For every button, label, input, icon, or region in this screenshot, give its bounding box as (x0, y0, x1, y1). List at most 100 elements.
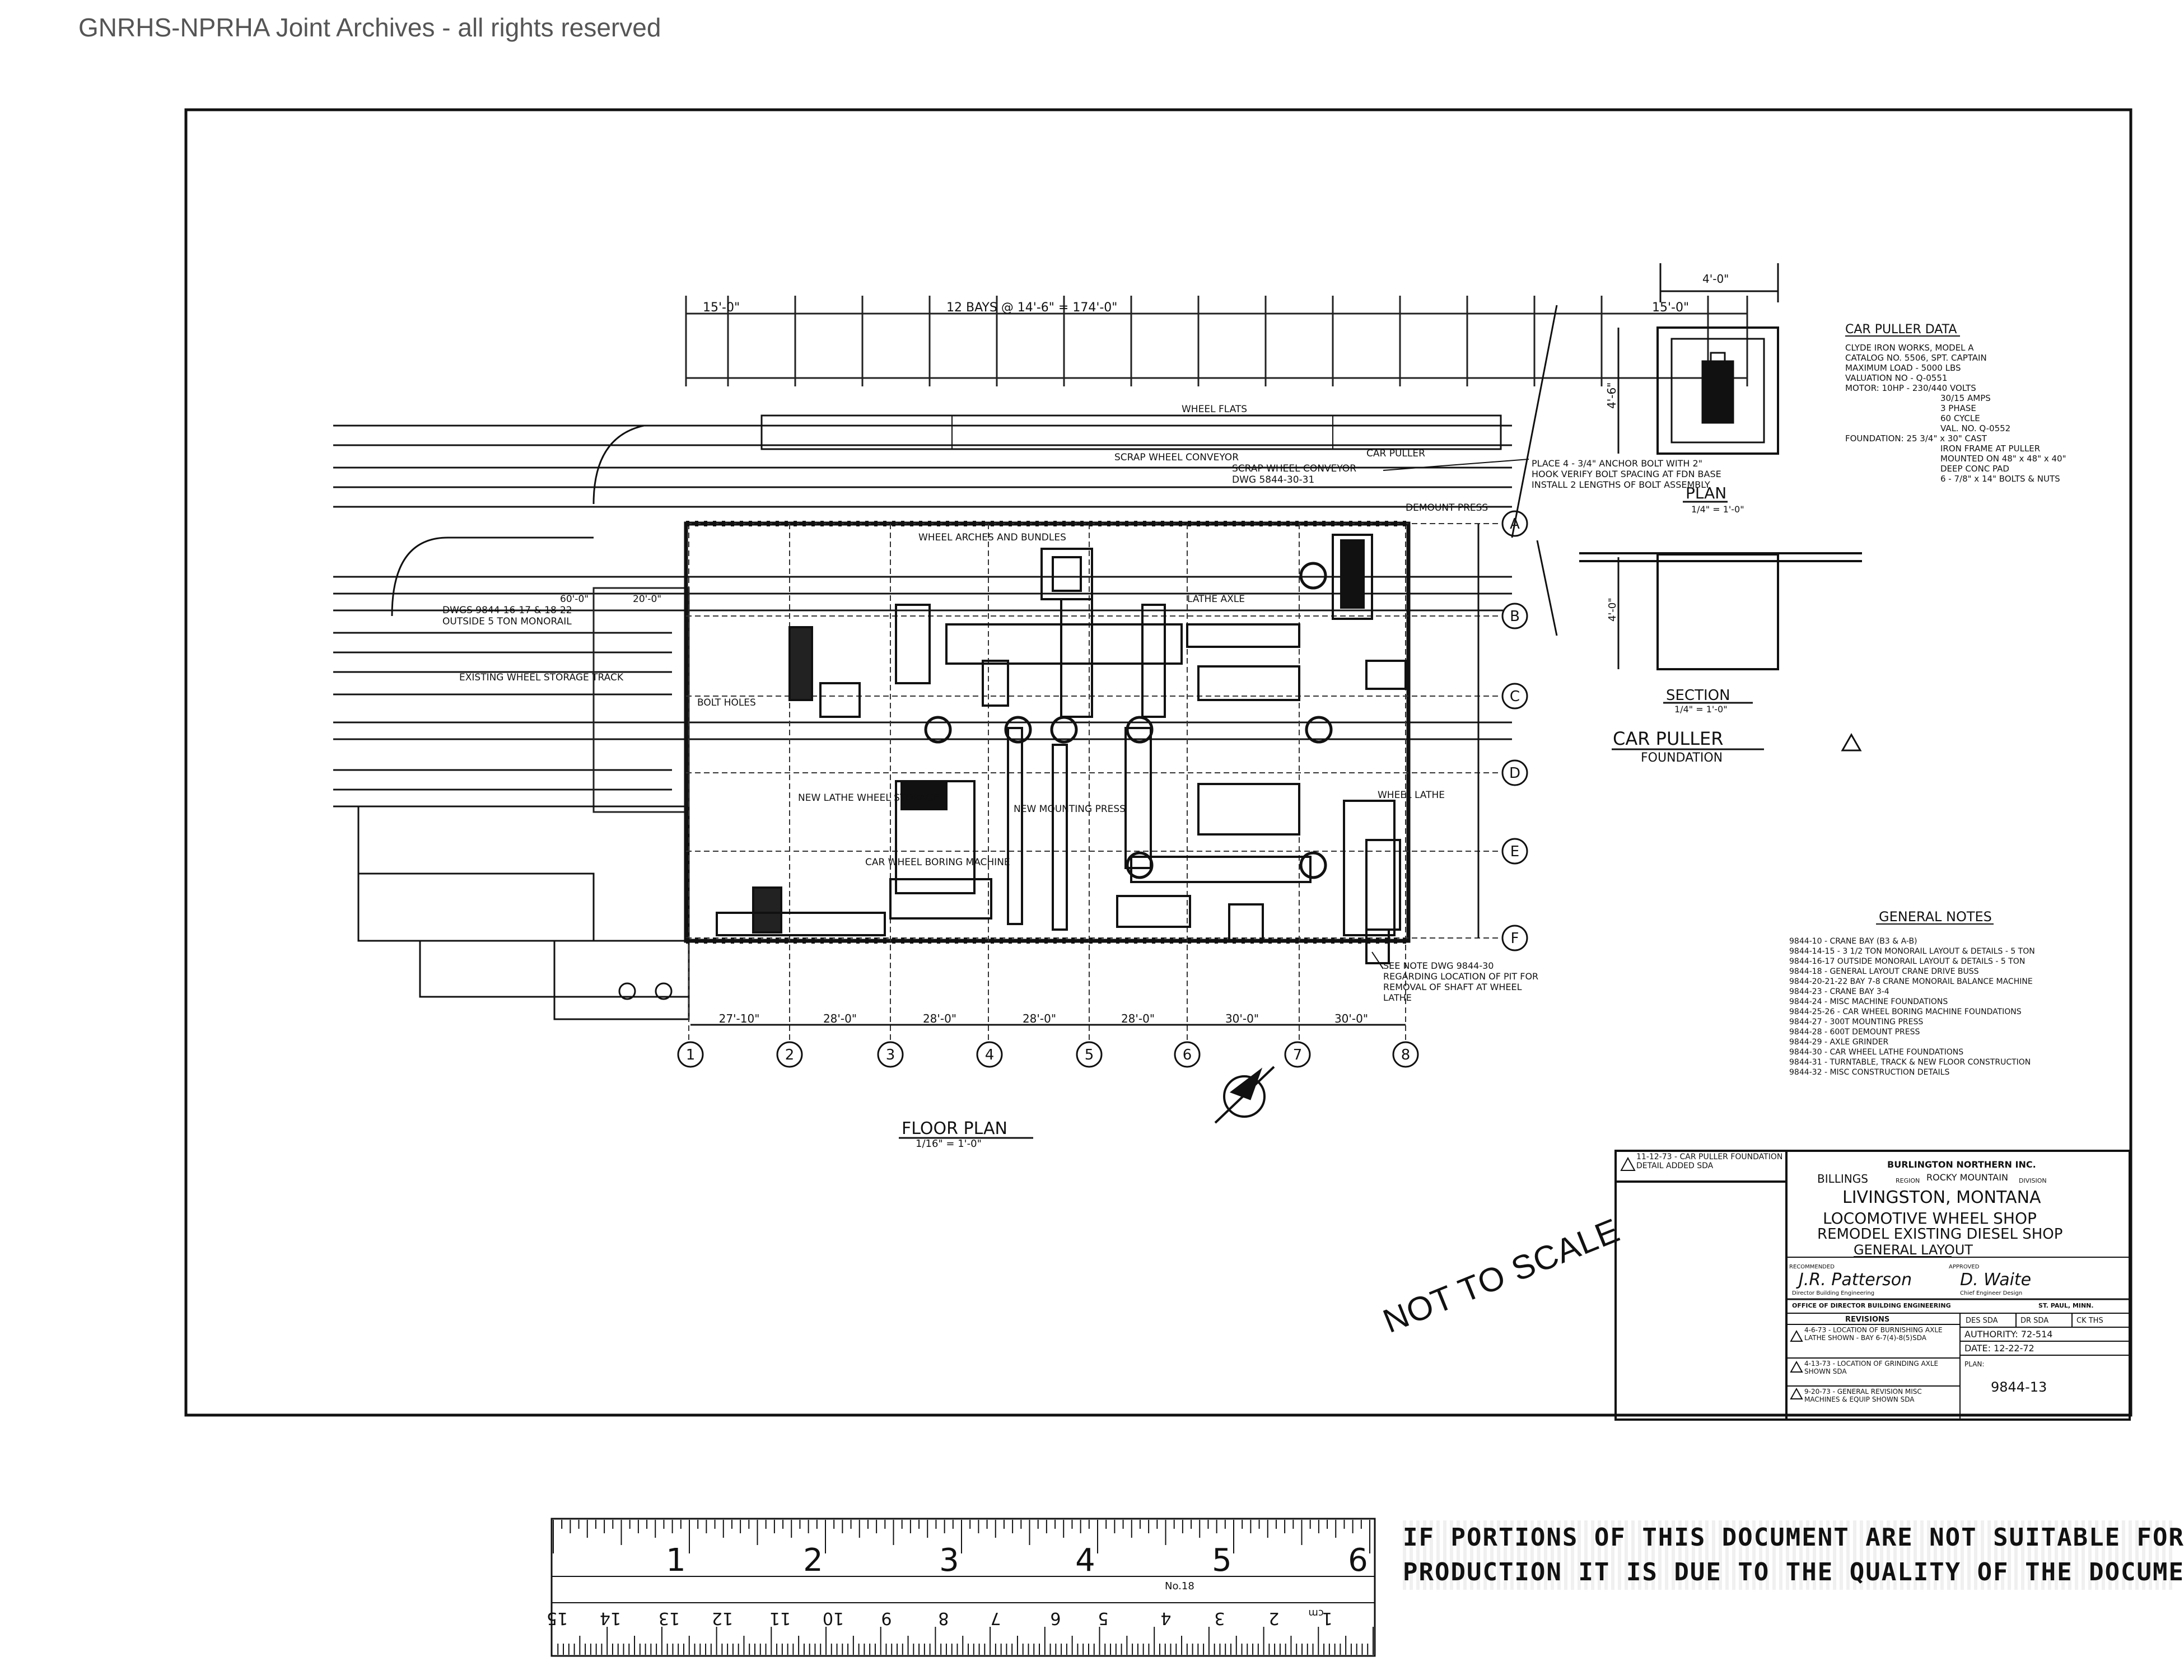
approved-role: Chief Engineer Design (1960, 1290, 2022, 1296)
grid-row-f: F (1511, 930, 1519, 947)
ruler-cm-4: 4 (1160, 1608, 1171, 1628)
revision-triangle-icon (1841, 732, 1862, 752)
bay-dim-5: 28'-0" (1121, 1012, 1155, 1025)
measuring-ruler (550, 1518, 1376, 1657)
general-note-12: 9844-30 - CAR WHEEL LATHE FOUNDATIONS (1789, 1048, 1963, 1057)
grid-row-d: D (1509, 765, 1520, 782)
bay-dim-4: 28'-0" (1023, 1012, 1056, 1025)
callout-demount-press: DEMOUNT PRESS (1406, 502, 1488, 514)
city-label: ST. PAUL, MINN. (2038, 1302, 2094, 1309)
authority-label: AUTHORITY: 72-514 (1964, 1329, 2052, 1340)
revisions-label: REVISIONS (1845, 1315, 1889, 1324)
north-arrow-icon (1214, 1066, 1275, 1124)
grid-row-c: C (1510, 688, 1520, 705)
division-value: ROCKY MOUNTAIN (1926, 1172, 2008, 1183)
ruler-cm-3: 3 (1214, 1608, 1225, 1628)
car-puller-section-scale: 1/4" = 1'-0" (1674, 704, 1728, 715)
grid-col-1: 1 (686, 1047, 696, 1063)
column-bubbles (677, 1041, 1419, 1068)
ruler-inch-1: 1 (666, 1542, 686, 1579)
main-building-outline (684, 521, 1411, 943)
approved-signature: D. Waite (1960, 1270, 2031, 1290)
ruler-cm-9: 9 (881, 1608, 892, 1628)
callout-dim-60: 60'-0" (560, 594, 589, 605)
bay-dim-2: 28'-0" (823, 1012, 857, 1025)
car-puller-line-8: 60 CYCLE (1940, 413, 1980, 423)
title-line-4: GENERAL LAYOUT (1854, 1242, 1973, 1258)
car-puller-line-9: VAL. NO. Q-0552 (1940, 423, 2010, 433)
revision-1: 4-6-73 - LOCATION OF BURNISHING AXLE LAT… (1804, 1326, 1943, 1342)
callout-dwgs-left: DWGS 9844-16-17 & 18-22 (442, 605, 572, 616)
car-puller-line-12: MOUNTED ON 48" x 48" x 40" (1940, 454, 2066, 464)
ruler-inch-4: 4 (1075, 1542, 1095, 1579)
des-label: DES SDA (1966, 1317, 1998, 1325)
general-note-4: 9844-18 - GENERAL LAYOUT CRANE DRIVE BUS… (1789, 967, 1979, 976)
ruler-cm-mark: cm (1308, 1607, 1323, 1619)
archive-watermark: GNRHS-NPRHA Joint Archives - all rights … (78, 13, 661, 42)
car-puller-line-7: 3 PHASE (1940, 403, 1976, 413)
general-note-11: 9844-29 - AXLE GRINDER (1789, 1038, 1889, 1047)
callout-lathe-axle: LATHE AXLE (1187, 594, 1245, 605)
ruler-inch-6: 6 (1348, 1542, 1368, 1579)
approved-label: APPROVED (1949, 1264, 1980, 1270)
car-puller-section-dim: 4'-0" (1607, 598, 1618, 622)
ck-label: CK THS (2076, 1317, 2103, 1325)
grid-col-4: 4 (985, 1047, 995, 1063)
sheet-border (184, 108, 2132, 1417)
notice-line-2: PRODUCTION IT IS DUE TO THE QUALITY OF T… (1403, 1555, 2184, 1590)
title-line-3: REMODEL EXISTING DIESEL SHOP (1817, 1226, 2062, 1243)
callout-scrap-wheel-conveyor: SCRAP WHEEL CONVEYOR (1232, 463, 1356, 474)
grid-col-6: 6 (1183, 1047, 1192, 1063)
general-note-7: 9844-24 - MISC MACHINE FOUNDATIONS (1789, 997, 1948, 1006)
general-note-10: 9844-28 - 600T DEMOUNT PRESS (1789, 1028, 1920, 1037)
floor-plan-scale: 1/16" = 1'-0" (916, 1138, 982, 1150)
car-puller-plan-dim: 4'-0" (1702, 272, 1729, 286)
car-puller-foundation-title: CAR PULLER (1613, 728, 1723, 749)
car-puller-line-4: VALUATION NO - Q-0551 (1845, 373, 1947, 383)
notice-line-1: IF PORTIONS OF THIS DOCUMENT ARE NOT SUI… (1403, 1520, 2184, 1555)
general-note-1: 9844-10 - CRANE BAY (B3 & A-B) (1789, 937, 1917, 946)
top-dim-left: 15'-0" (703, 301, 740, 315)
grid-col-5: 5 (1085, 1047, 1094, 1063)
car-puller-line-14: 6 - 7/8" x 14" BOLTS & NUTS (1940, 474, 2060, 484)
general-notes-title: GENERAL NOTES (1879, 909, 1992, 925)
car-puller-plan-label: PLAN (1686, 484, 1726, 502)
callout-outside-monorail: OUTSIDE 5 TON MONORAIL (442, 616, 572, 627)
title-line-1: LIVINGSTON, MONTANA (1842, 1188, 2041, 1207)
car-puller-plan-scale: 1/4" = 1'-0" (1691, 504, 1744, 515)
general-note-6: 9844-23 - CRANE BAY 3-4 (1789, 987, 1889, 996)
region-value: BILLINGS (1817, 1172, 1868, 1186)
callout-bolt-holes: BOLT HOLES (697, 697, 756, 708)
ruler-inch-ticks (553, 1520, 1370, 1553)
ruler-cm-14: 14 (600, 1608, 621, 1628)
grid-row-e: E (1510, 843, 1519, 860)
region-label: REGION (1896, 1177, 1920, 1184)
plan-label: PLAN: (1964, 1360, 1984, 1368)
ruler-cm-ticks (557, 1627, 1374, 1655)
ruler-cm-7: 7 (990, 1608, 1001, 1628)
car-puller-line-2: CATALOG NO. 5506, SPT. CAPTAIN (1845, 353, 1987, 363)
revision-3: 9-20-73 - GENERAL REVISION MISC MACHINES… (1804, 1388, 1922, 1403)
grid-col-8: 8 (1401, 1047, 1411, 1063)
ruler-cm-15: 15 (547, 1608, 568, 1628)
bay-dim-1: 27'-10" (719, 1012, 760, 1025)
ruler-cm-6: 6 (1050, 1608, 1061, 1628)
callout-new-mount-press: NEW MOUNTING PRESS (1014, 804, 1126, 815)
car-puller-foundation-sub: FOUNDATION (1641, 751, 1723, 765)
revision-2: 4-13-73 - LOCATION OF GRINDING AXLE SHOW… (1804, 1360, 1939, 1375)
shop-equipment (716, 534, 1407, 964)
grid-col-7: 7 (1293, 1047, 1303, 1063)
car-puller-line-6: 30/15 AMPS (1940, 393, 1991, 403)
bay-dim-6: 30'-0" (1225, 1012, 1259, 1025)
ruler-cm-10: 10 (823, 1608, 844, 1628)
callout-dim-20: 20'-0" (633, 594, 661, 605)
ruler-cm-11: 11 (769, 1608, 791, 1628)
top-dim-right: 15'-0" (1652, 301, 1689, 315)
callout-wheel-flats: WHEEL FLATS (1182, 404, 1247, 415)
car-puller-section (1579, 552, 1862, 670)
callout-scrap-wheel: SCRAP WHEEL CONVEYOR (1114, 452, 1239, 463)
ruler-cm-8: 8 (938, 1608, 949, 1628)
car-puller-section-label: SECTION (1666, 687, 1730, 704)
ruler-maker: No.18 (1165, 1580, 1194, 1592)
general-note-13: 9844-31 - TURNTABLE, TRACK & NEW FLOOR C… (1789, 1058, 2031, 1067)
